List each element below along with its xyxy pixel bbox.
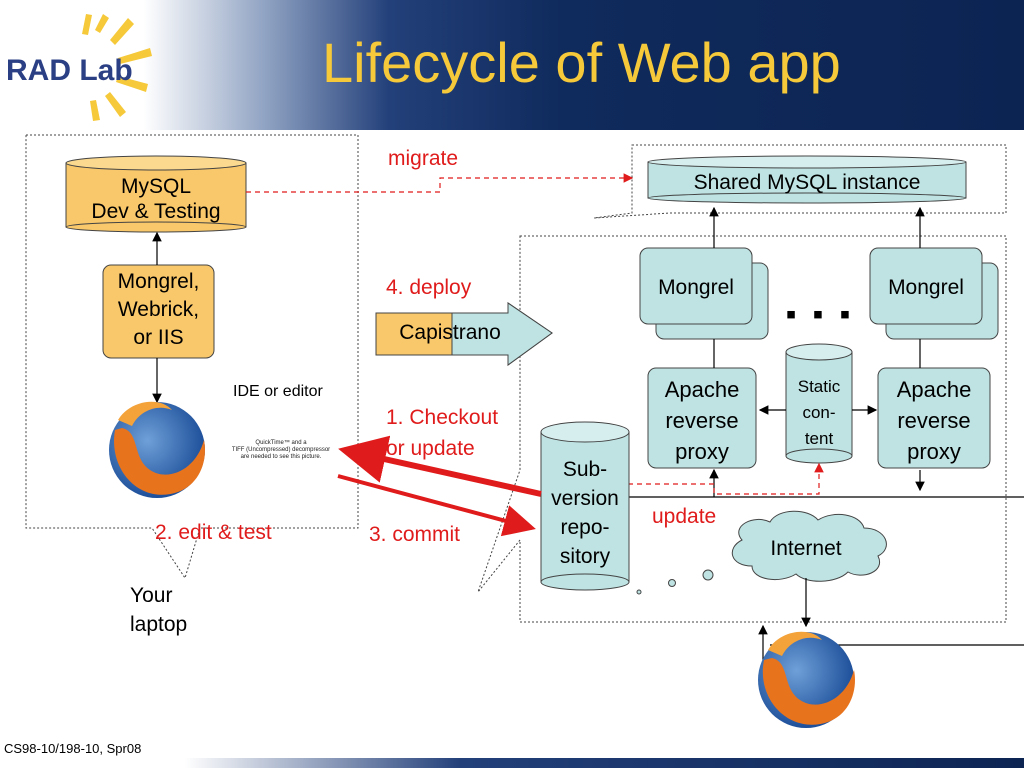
internet-label: Internet — [770, 537, 842, 560]
footer-bar — [0, 758, 1024, 768]
rad-lab-logo: RAD Lab — [6, 14, 152, 121]
apache-left-label: Apache reverse proxy — [664, 377, 740, 464]
mysql-dev-cylinder — [65, 155, 247, 233]
thought-bubble-small — [636, 589, 642, 595]
local-server-label: Mongrel, Webrick, or IIS — [117, 270, 200, 349]
footer-course-label: CS98-10/198-10, Spr08 — [4, 741, 142, 756]
apache-left-box — [647, 367, 757, 469]
mongrel-left-node — [639, 247, 769, 340]
ide-label: IDE or editor — [233, 383, 323, 400]
shared-db-label: Shared MySQL instance — [693, 171, 921, 194]
deploy-label: 4. deploy — [386, 276, 472, 299]
quicktime-placeholder: QuickTime™ and a TIFF (Uncompressed) dec… — [231, 440, 331, 460]
mongrel-right-node — [869, 247, 999, 340]
static-content-label: Static con- tent — [797, 377, 841, 448]
mongrel-right-label: Mongrel — [888, 276, 964, 299]
page-title: Lifecycle of Web app — [322, 31, 841, 94]
migrate-line — [246, 173, 634, 193]
firefox-client-icon — [758, 631, 855, 728]
internet-cloud — [731, 510, 887, 582]
static-content-cylinder — [785, 343, 853, 464]
mysql-dev-label: MySQL Dev & Testing — [91, 175, 221, 223]
apache-right-box — [877, 367, 991, 469]
logo-wordmark: RAD Lab — [6, 54, 133, 87]
migrate-label: migrate — [388, 147, 459, 170]
sun-rays-icon — [82, 14, 152, 121]
laptop-callout — [25, 134, 359, 580]
checkout-arrow — [338, 435, 542, 497]
subversion-cylinder — [540, 421, 630, 591]
update-label: update — [652, 505, 717, 528]
update-line — [628, 462, 824, 495]
edit-test-label: 2. edit & test — [155, 521, 272, 544]
capistrano-arrow-tip — [451, 302, 553, 366]
subversion-label: Sub- version repo- sitory — [551, 458, 619, 568]
firefox-icon — [109, 401, 205, 498]
laptop-caption: Your laptop — [130, 584, 188, 636]
shared-db-callout — [593, 144, 1007, 219]
capistrano-label: Capistrano — [399, 321, 501, 344]
checkout-label: 1. Checkout or update — [386, 406, 499, 460]
apache-right-label: Apache reverse proxy — [896, 377, 972, 464]
thought-bubble-large — [702, 569, 714, 581]
local-server-box — [102, 264, 215, 359]
thought-bubble-medium — [668, 579, 676, 587]
commit-arrow — [337, 474, 536, 537]
header-banner — [0, 0, 1024, 130]
more-servers-ellipsis: ▪ ▪ ▪ — [785, 298, 855, 331]
mongrel-left-label: Mongrel — [658, 276, 734, 299]
commit-label: 3. commit — [369, 523, 461, 546]
shared-mysql-cylinder — [647, 155, 967, 204]
